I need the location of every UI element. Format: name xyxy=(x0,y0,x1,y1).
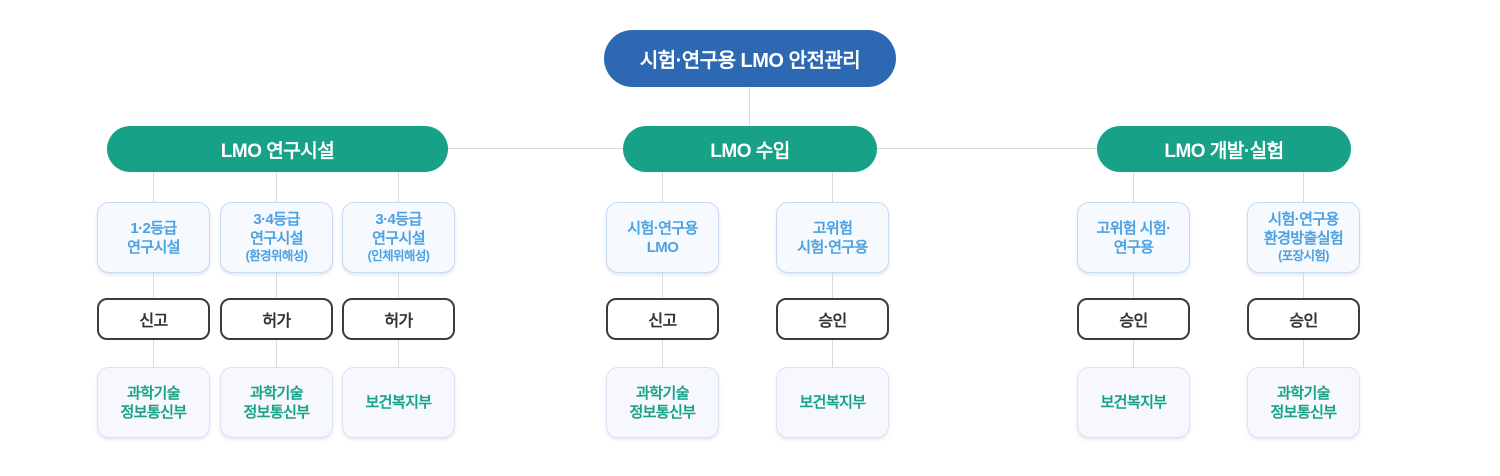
branch-pill-development-experiment: LMO 개발·실험 xyxy=(1097,126,1351,172)
type-label: 고위험 시험· xyxy=(1096,219,1172,237)
ministry-label: 정보통신부 xyxy=(629,403,696,421)
action-box: 신고 xyxy=(97,298,210,340)
connector-line xyxy=(1133,340,1134,367)
ministry-label: 과학기술 xyxy=(1277,384,1330,402)
connector-line xyxy=(1303,340,1304,367)
connector-line xyxy=(398,273,399,298)
connector-line xyxy=(662,273,663,298)
column-import-test-research-lmo: 시험·연구용 LMO 신고 과학기술 정보통신부 xyxy=(606,172,719,440)
connector-import-to-development xyxy=(877,148,1097,149)
connector-line xyxy=(832,340,833,367)
ministry-box: 보건복지부 xyxy=(776,367,889,438)
action-label: 허가 xyxy=(384,313,413,330)
type-label: 고위험 xyxy=(812,219,853,237)
type-label: 3·4등급 xyxy=(375,211,422,228)
type-label: 연구용 xyxy=(1113,238,1154,256)
type-box: 3·4등급 연구시설 (환경위해성) xyxy=(220,202,333,273)
ministry-label: 과학기술 xyxy=(636,384,689,402)
connector-line xyxy=(662,340,663,367)
column-facility-grade12: 1·2등급 연구시설 신고 과학기술 정보통신부 xyxy=(97,172,210,440)
root-node: 시험·연구용 LMO 안전관리 xyxy=(604,30,896,87)
type-box: 시험·연구용 LMO xyxy=(606,202,719,273)
connector-line xyxy=(398,172,399,202)
ministry-label: 보건복지부 xyxy=(365,394,432,411)
action-box: 신고 xyxy=(606,298,719,340)
type-note: (인체위해성) xyxy=(367,249,430,263)
action-box: 승인 xyxy=(1077,298,1190,340)
branch-label: LMO 수입 xyxy=(710,140,790,162)
type-label: 환경방출실험 xyxy=(1263,230,1344,247)
connector-line xyxy=(276,340,277,367)
type-label: 시험·연구용 xyxy=(627,219,698,237)
type-label: 연구시설 xyxy=(250,230,303,247)
type-label: 3·4등급 xyxy=(253,211,300,228)
connector-line xyxy=(1133,273,1134,298)
type-box: 시험·연구용 환경방출실험 (포장시험) xyxy=(1247,202,1360,273)
action-label: 신고 xyxy=(139,313,168,330)
type-box: 3·4등급 연구시설 (인체위해성) xyxy=(342,202,455,273)
ministry-label: 보건복지부 xyxy=(1100,394,1167,411)
action-label: 승인 xyxy=(818,313,847,330)
type-label: 연구시설 xyxy=(372,230,425,247)
action-box: 허가 xyxy=(342,298,455,340)
type-box: 고위험 시험· 연구용 xyxy=(1077,202,1190,273)
type-label: LMO xyxy=(646,238,679,256)
connector-facility-to-import xyxy=(448,148,623,149)
ministry-box: 과학기술 정보통신부 xyxy=(220,367,333,438)
connector-line xyxy=(1303,172,1304,202)
column-import-high-risk: 고위험 시험·연구용 승인 보건복지부 xyxy=(776,172,889,440)
ministry-label: 정보통신부 xyxy=(120,403,187,421)
ministry-box: 과학기술 정보통신부 xyxy=(97,367,210,438)
action-box: 허가 xyxy=(220,298,333,340)
ministry-box: 보건복지부 xyxy=(342,367,455,438)
branch-label: LMO 개발·실험 xyxy=(1164,140,1284,162)
type-box: 1·2등급 연구시설 xyxy=(97,202,210,273)
action-label: 승인 xyxy=(1289,313,1318,330)
action-box: 승인 xyxy=(776,298,889,340)
ministry-label: 과학기술 xyxy=(127,384,180,402)
type-label: 시험·연구용 xyxy=(1268,211,1339,228)
root-node-label: 시험·연구용 LMO 안전관리 xyxy=(639,50,861,72)
branch-pill-research-facility: LMO 연구시설 xyxy=(107,126,448,172)
action-label: 신고 xyxy=(648,313,677,330)
type-note: (환경위해성) xyxy=(245,249,308,263)
ministry-box: 과학기술 정보통신부 xyxy=(606,367,719,438)
action-label: 승인 xyxy=(1119,313,1148,330)
action-box: 승인 xyxy=(1247,298,1360,340)
type-label: 연구시설 xyxy=(127,238,180,256)
connector-root-to-import xyxy=(749,87,750,126)
ministry-label: 보건복지부 xyxy=(799,394,866,411)
type-label: 시험·연구용 xyxy=(797,238,868,256)
column-facility-grade34-environment: 3·4등급 연구시설 (환경위해성) 허가 과학기술 정보통신부 xyxy=(220,172,333,440)
ministry-label: 정보통신부 xyxy=(1270,403,1337,421)
column-development-environmental-release: 시험·연구용 환경방출실험 (포장시험) 승인 과학기술 정보통신부 xyxy=(1247,172,1360,440)
column-facility-grade34-human: 3·4등급 연구시설 (인체위해성) 허가 보건복지부 xyxy=(342,172,455,440)
ministry-box: 보건복지부 xyxy=(1077,367,1190,438)
connector-line xyxy=(832,273,833,298)
connector-line xyxy=(153,340,154,367)
ministry-label: 과학기술 xyxy=(250,384,303,402)
column-development-high-risk: 고위험 시험· 연구용 승인 보건복지부 xyxy=(1077,172,1190,440)
connector-line xyxy=(276,172,277,202)
ministry-box: 과학기술 정보통신부 xyxy=(1247,367,1360,438)
connector-line xyxy=(1303,273,1304,298)
connector-line xyxy=(662,172,663,202)
type-note: (포장시험) xyxy=(1278,249,1329,263)
type-label: 1·2등급 xyxy=(130,219,177,237)
branch-label: LMO 연구시설 xyxy=(220,140,335,162)
connector-line xyxy=(276,273,277,298)
ministry-label: 정보통신부 xyxy=(243,403,310,421)
connector-line xyxy=(1133,172,1134,202)
connector-line xyxy=(153,273,154,298)
branch-pill-import: LMO 수입 xyxy=(623,126,877,172)
action-label: 허가 xyxy=(262,313,291,330)
connector-line xyxy=(398,340,399,367)
connector-line xyxy=(153,172,154,202)
type-box: 고위험 시험·연구용 xyxy=(776,202,889,273)
connector-line xyxy=(832,172,833,202)
